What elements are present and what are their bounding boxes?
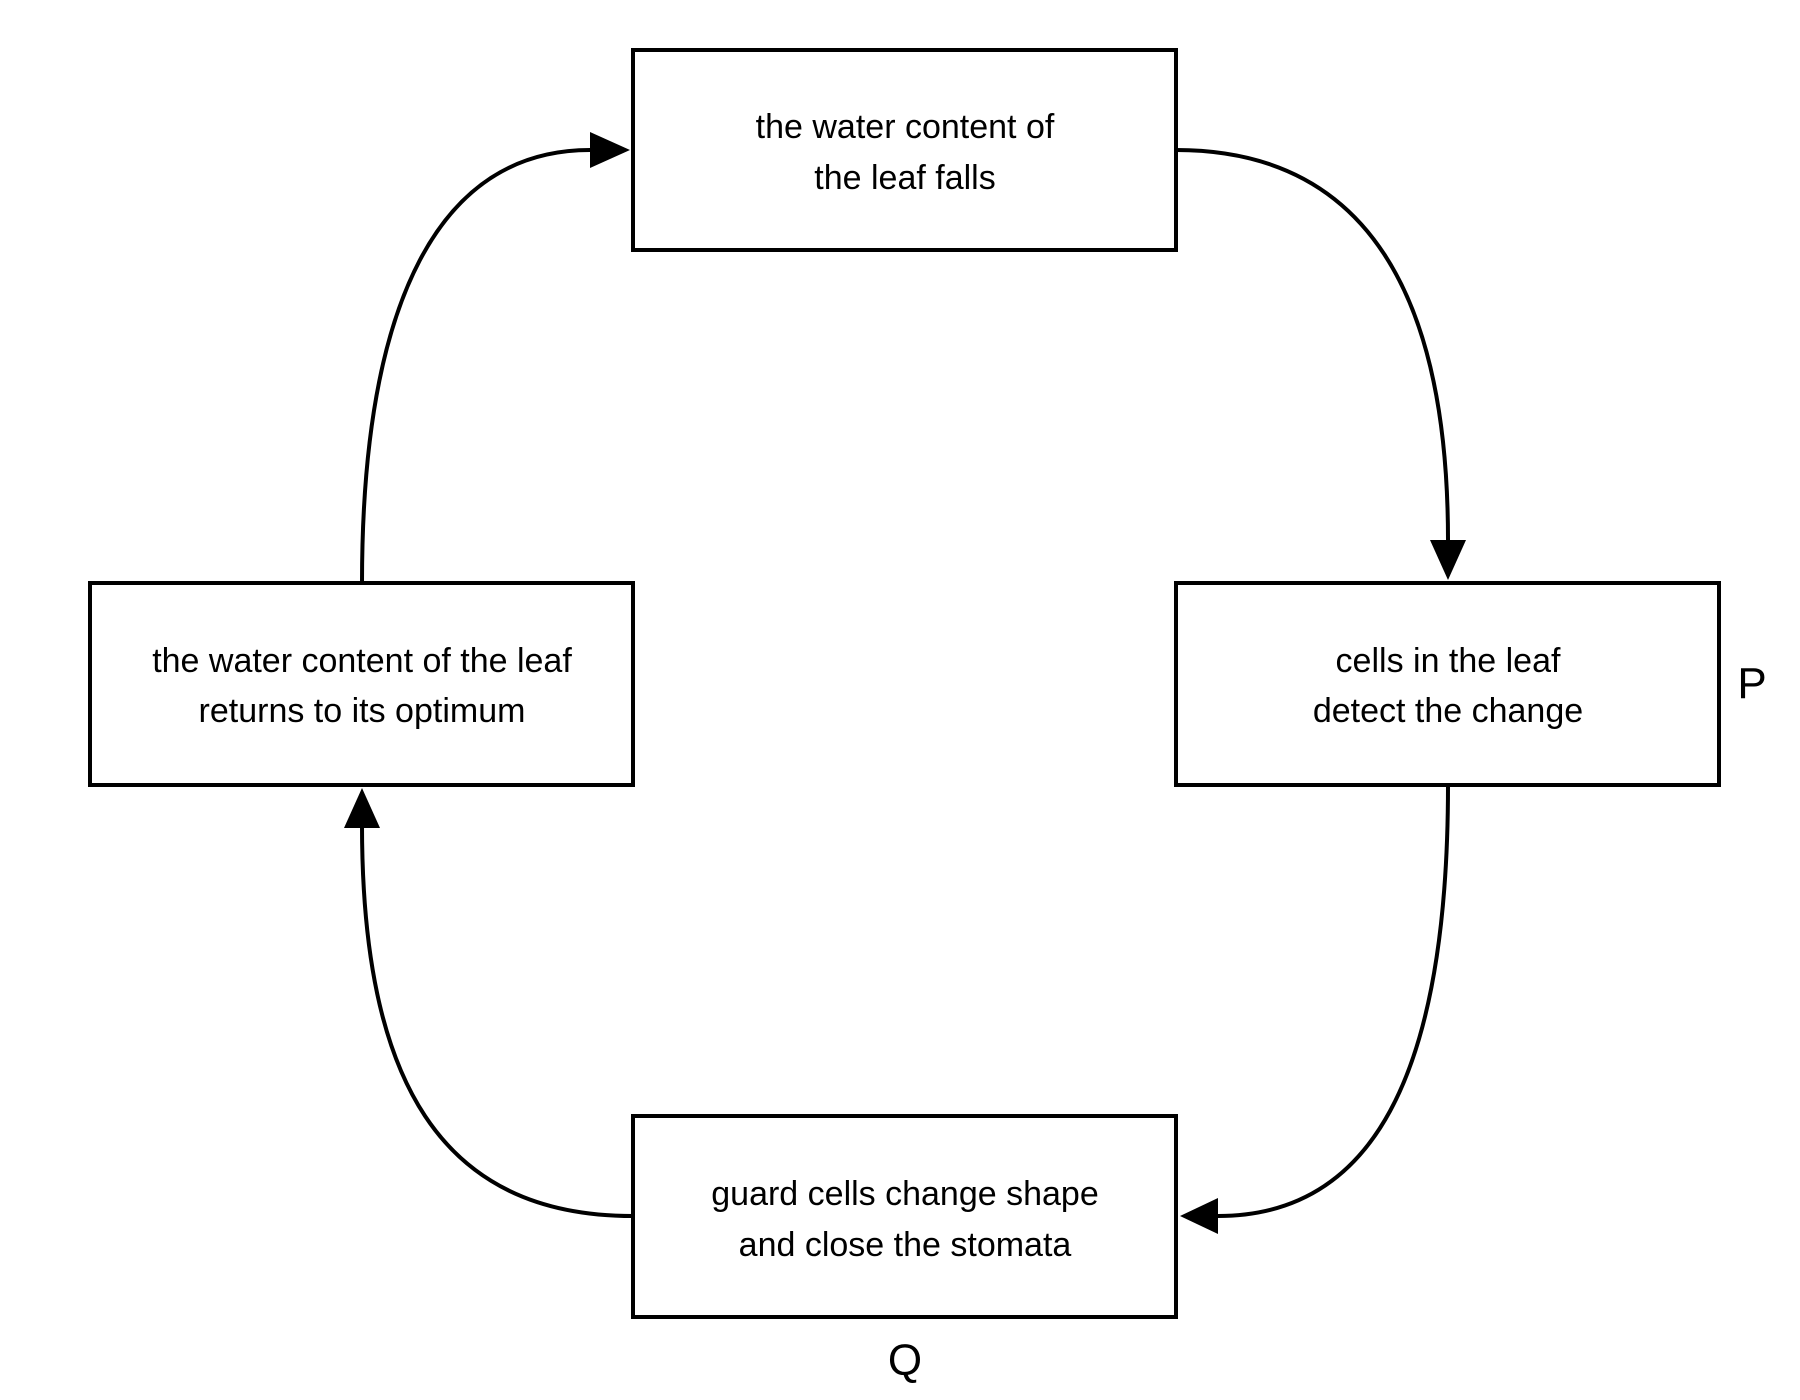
box-top-line-1: the water content of [756, 108, 1055, 146]
box-left-line-1: the water content of the leaf [152, 642, 572, 680]
box-right-line-1: cells in the leaf [1336, 642, 1561, 680]
box-top: the water content of the leaf falls [631, 48, 1178, 252]
box-bottom-line-1: guard cells change shape [711, 1175, 1099, 1213]
label-p: P [1737, 659, 1766, 708]
arrow-left-to-top [360, 148, 591, 584]
box-left-line-2: returns to its optimum [199, 692, 526, 730]
box-bottom-line-2: and close the stomata [739, 1226, 1072, 1264]
arrowhead-bottom-to-left [344, 788, 380, 828]
box-top-line-2: the leaf falls [814, 159, 995, 197]
arrowhead-right-to-bottom [1180, 1198, 1218, 1234]
arrow-bottom-to-left [360, 824, 634, 1218]
arrowhead-left-to-top [590, 132, 630, 168]
box-right-line-2: detect the change [1313, 692, 1583, 730]
arrow-top-to-right [1175, 148, 1450, 541]
arrow-right-to-bottom [1217, 784, 1450, 1218]
box-left: the water content of the leaf returns to… [88, 581, 635, 787]
box-right: cells in the leaf detect the change [1174, 581, 1721, 787]
label-q: Q [888, 1336, 922, 1385]
arrowhead-top-to-right [1430, 540, 1466, 580]
box-bottom: guard cells change shape and close the s… [631, 1114, 1178, 1319]
